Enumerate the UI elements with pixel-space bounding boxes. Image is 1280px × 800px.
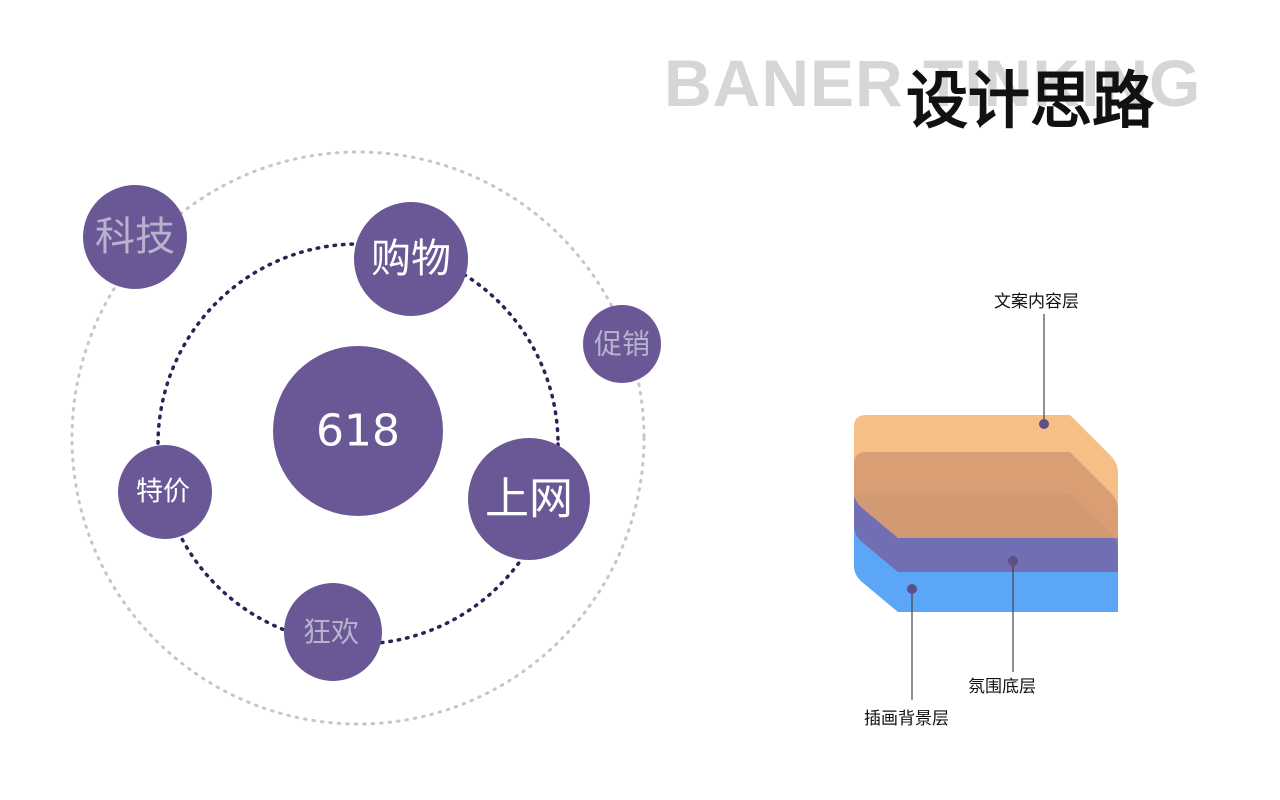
bubble-shopping-label: 购物 (371, 236, 451, 282)
bubble-tech-label: 科技 (95, 214, 175, 260)
background-title: BANER TINKING (664, 46, 1202, 120)
marker-content (1039, 419, 1049, 429)
label-illustration-layer: 插画背景层 (864, 709, 949, 729)
outer-ring (70, 150, 646, 726)
label-content-layer: 文案内容层 (994, 292, 1079, 312)
label-atmosphere-layer: 氛围底层 (968, 677, 1036, 697)
bubble-carnival: 狂欢 (284, 583, 382, 681)
bubble-center-label: 618 (316, 406, 400, 457)
layer-stack (854, 415, 1118, 612)
bubble-center: 618 (273, 346, 443, 516)
bubble-shopping: 购物 (354, 202, 468, 316)
bubble-online: 上网 (468, 438, 590, 560)
bubble-sale-label: 特价 (136, 477, 190, 508)
page-title: 设计思路 (906, 64, 1155, 137)
bubble-online-label: 上网 (485, 474, 573, 525)
bubble-carnival-label: 狂欢 (303, 616, 359, 649)
bubble-tech: 科技 (83, 185, 187, 289)
layer-content-shape (854, 415, 1118, 538)
bubble-promotion: 促销 (583, 305, 661, 383)
bubble-promotion-label: 促销 (594, 328, 650, 361)
marker-illustration (907, 584, 917, 594)
bubble-sale: 特价 (118, 445, 212, 539)
marker-atmosphere (1008, 556, 1018, 566)
